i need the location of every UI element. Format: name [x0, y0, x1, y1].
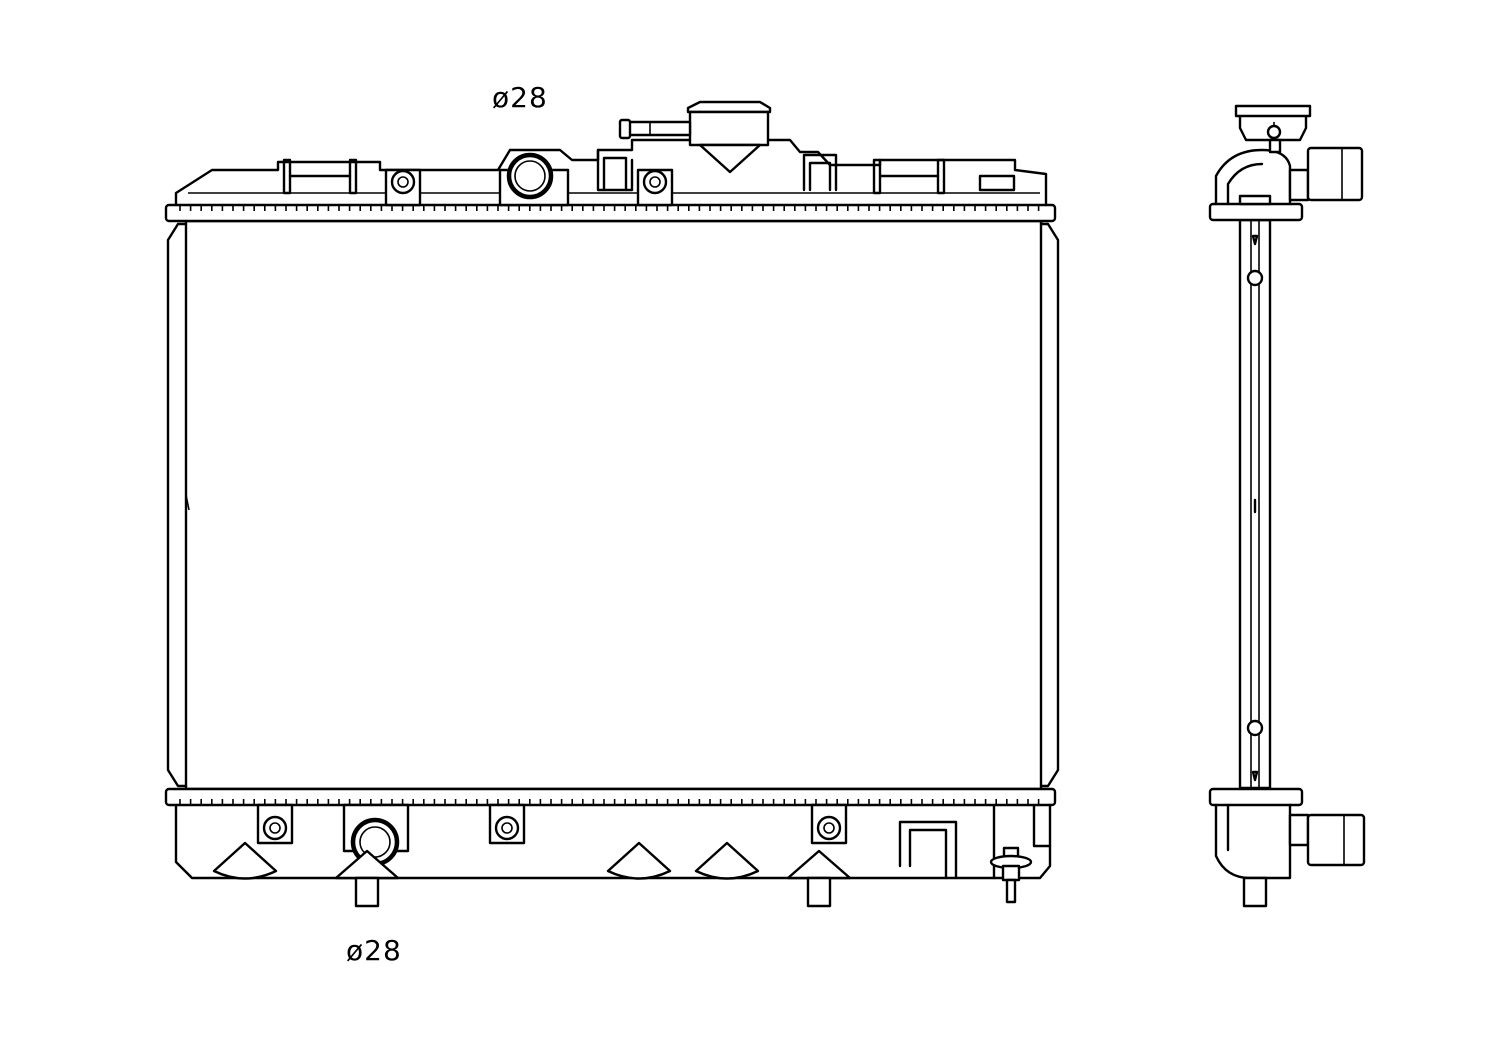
drain-plug	[989, 846, 1033, 904]
side-view	[1208, 104, 1366, 908]
mounting-pegs	[212, 841, 852, 908]
bottom-outlet-neck	[342, 803, 410, 867]
top-inlet-diameter-label: ø28	[492, 81, 548, 114]
radiator-cap	[618, 100, 772, 174]
top-tank	[174, 138, 1048, 207]
bottom-outlet-diameter-label: ø28	[346, 934, 402, 967]
bottom-header-plate	[164, 787, 1057, 807]
bottom-mounting-bolts	[256, 803, 848, 845]
top-header-teeth	[179, 205, 1040, 211]
top-header-plate	[164, 203, 1057, 223]
radiator-core	[166, 219, 1060, 791]
front-view	[164, 100, 1060, 908]
top-mounting-bolts	[384, 168, 674, 207]
top-inlet-neck	[498, 152, 570, 207]
